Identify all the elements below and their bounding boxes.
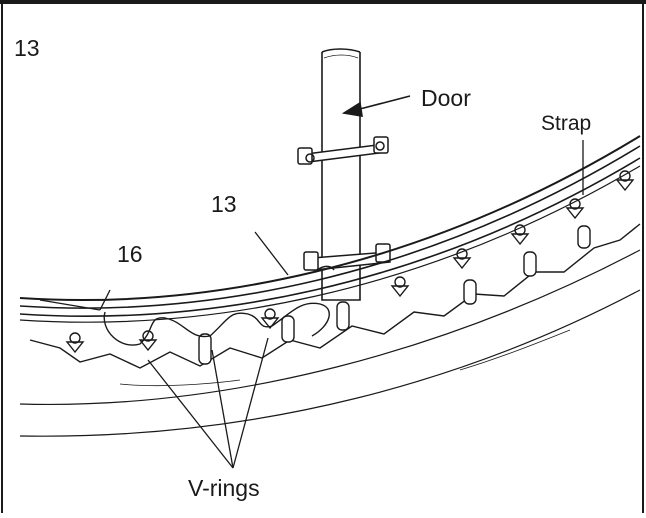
v-ring [510,224,530,246]
v-rings-label: V-rings [188,475,260,501]
v-ring [390,276,410,298]
door-arrow [341,95,411,117]
v-ring [463,279,477,305]
v-ring [523,251,537,277]
v-ring [260,308,280,330]
mat-edge [29,223,641,369]
step-number: 13 [14,35,40,61]
v-ring [577,225,591,249]
door-label: Door [421,85,471,111]
strap-label: Strap [541,112,591,135]
part-13-label: 13 [211,191,237,217]
frame-rail-with-strap [19,135,641,323]
v-ring [138,330,158,352]
threaded-strap-cord [103,302,330,346]
v-ring [615,170,635,192]
v-ring [281,315,295,343]
part-16-label: 16 [117,241,143,267]
v-ring-springs [65,170,635,365]
v-ring [198,333,212,365]
door-clip-lower [303,243,391,273]
v-ring [336,301,350,331]
v-ring [565,198,585,220]
door-clip-upper [297,136,389,165]
v-ring [452,248,472,270]
leader-lines [39,140,584,469]
v-ring [65,332,85,354]
ground-arcs [19,249,641,437]
